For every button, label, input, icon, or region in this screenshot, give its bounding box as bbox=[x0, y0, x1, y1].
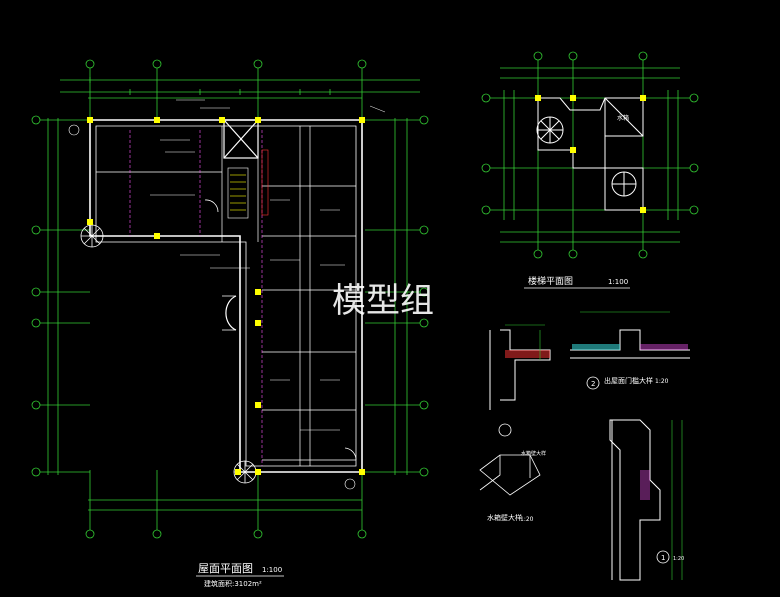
roof-plan-scale: 1:100 bbox=[262, 566, 282, 574]
watermark-text: 模型组 bbox=[332, 281, 434, 321]
detail-2-scale: 1:20 bbox=[655, 378, 669, 385]
tank-note: 水箱壁大样 bbox=[521, 450, 546, 457]
stair-plan-scale: 1:100 bbox=[608, 278, 628, 286]
roof-plan-title: 屋面平面图 bbox=[198, 562, 253, 575]
detail-3-title: 水箱壁大样 bbox=[487, 513, 522, 522]
detail-drawings: 2 出屋面门槛大样 1:20 水箱壁大样 水箱壁大样 1:20 1 1:20 bbox=[479, 311, 690, 581]
detail-3-scale: 1:20 bbox=[520, 516, 534, 523]
detail-1-scale: 1:20 bbox=[673, 556, 684, 562]
stair-plan: 水箱 楼梯平面图 1:100 bbox=[481, 51, 699, 289]
stair-plan-title: 楼梯平面图 bbox=[528, 275, 573, 287]
detail-2-id: 2 bbox=[591, 380, 595, 388]
detail-1-id: 1 bbox=[661, 554, 665, 562]
tank-room-label: 水箱 bbox=[617, 114, 629, 122]
detail-2-title: 出屋面门槛大样 bbox=[604, 376, 653, 385]
roof-plan-area: 建筑面积:3102m² bbox=[204, 579, 262, 588]
roof-plan: 屋面平面图 1:100 建筑面积:3102m² bbox=[31, 59, 429, 588]
